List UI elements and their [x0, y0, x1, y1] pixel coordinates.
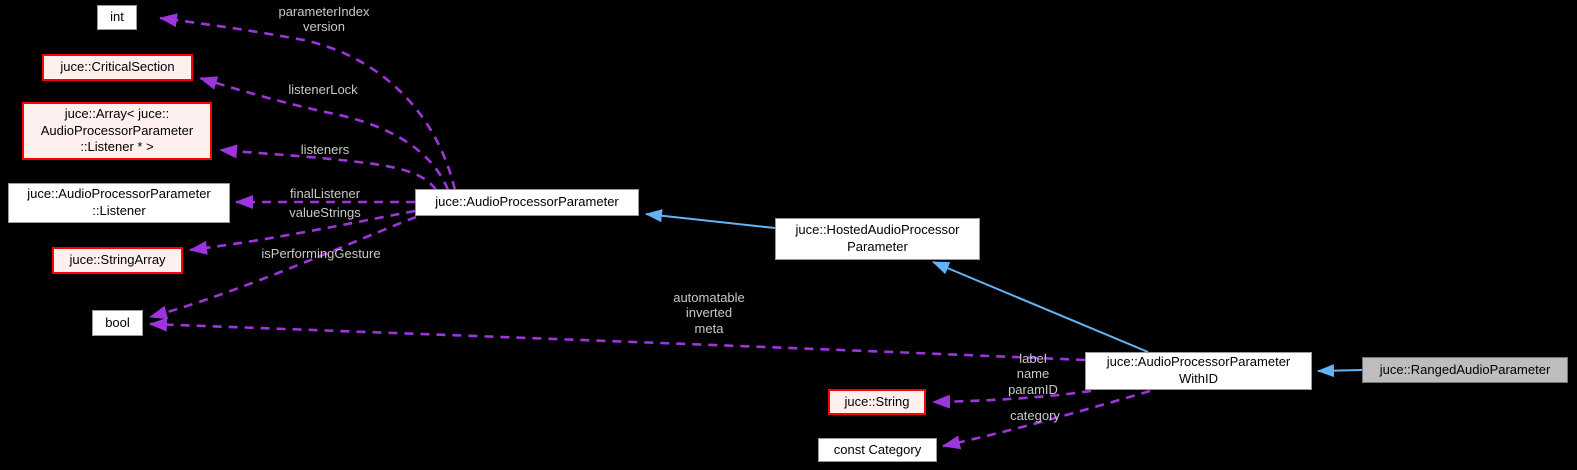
edge-label-label-name-paramid: label name paramID — [1008, 351, 1058, 397]
edge-ranged-inherits-withid — [1317, 364, 1363, 378]
edge-label-listeners: listeners — [300, 142, 350, 157]
edge-label-parameterindex-version: parameterIndex version — [278, 4, 370, 35]
node-juce-rangedaudioparameter: juce::RangedAudioParameter — [1362, 357, 1568, 383]
edge-label-finallistener: finalListener — [289, 186, 361, 201]
edge-label-valuestrings: valueStrings — [289, 205, 361, 220]
edge-label-listenerlock: listenerLock — [288, 82, 358, 97]
node-juce-criticalsection[interactable]: juce::CriticalSection — [42, 54, 193, 81]
node-juce-string[interactable]: juce::String — [828, 389, 926, 415]
edge-label-isperforminggesture: isPerformingGesture — [261, 246, 381, 261]
edge-hosted-inherits-audioprocessorparameter — [645, 209, 776, 229]
node-juce-array-listener[interactable]: juce::Array< juce:: AudioProcessorParame… — [22, 102, 212, 160]
edge-label-automatable-inverted-meta: automatable inverted meta — [673, 290, 745, 336]
node-juce-audioprocessorparameter-listener[interactable]: juce::AudioProcessorParameter ::Listener — [8, 183, 230, 223]
node-juce-hostedaudioprocessorparameter[interactable]: juce::HostedAudioProcessor Parameter — [775, 218, 980, 260]
node-juce-audioprocessorparameter[interactable]: juce::AudioProcessorParameter — [415, 189, 639, 216]
edge-listenerlock-to-criticalsection — [199, 76, 450, 191]
node-int[interactable]: int — [97, 5, 137, 30]
edge-isperforminggesture-to-bool — [149, 215, 417, 320]
node-bool[interactable]: bool — [92, 310, 143, 336]
edge-withid-inherits-hosted — [932, 261, 1149, 353]
edge-label-category: category — [1010, 408, 1060, 423]
edge-valuestrings-to-stringarray — [189, 209, 416, 255]
node-const-category[interactable]: const Category — [818, 438, 937, 462]
node-juce-audioprocessorparameterwithid[interactable]: juce::AudioProcessorParameter WithID — [1085, 352, 1312, 390]
edge-parameterindex-version-to-int — [159, 13, 457, 191]
edge-listeners-to-array — [219, 144, 438, 191]
node-juce-stringarray[interactable]: juce::StringArray — [52, 247, 183, 274]
edge-automatable-inverted-meta-to-bool — [149, 317, 1086, 362]
edge-label-name-paramid-to-string — [932, 389, 1092, 409]
